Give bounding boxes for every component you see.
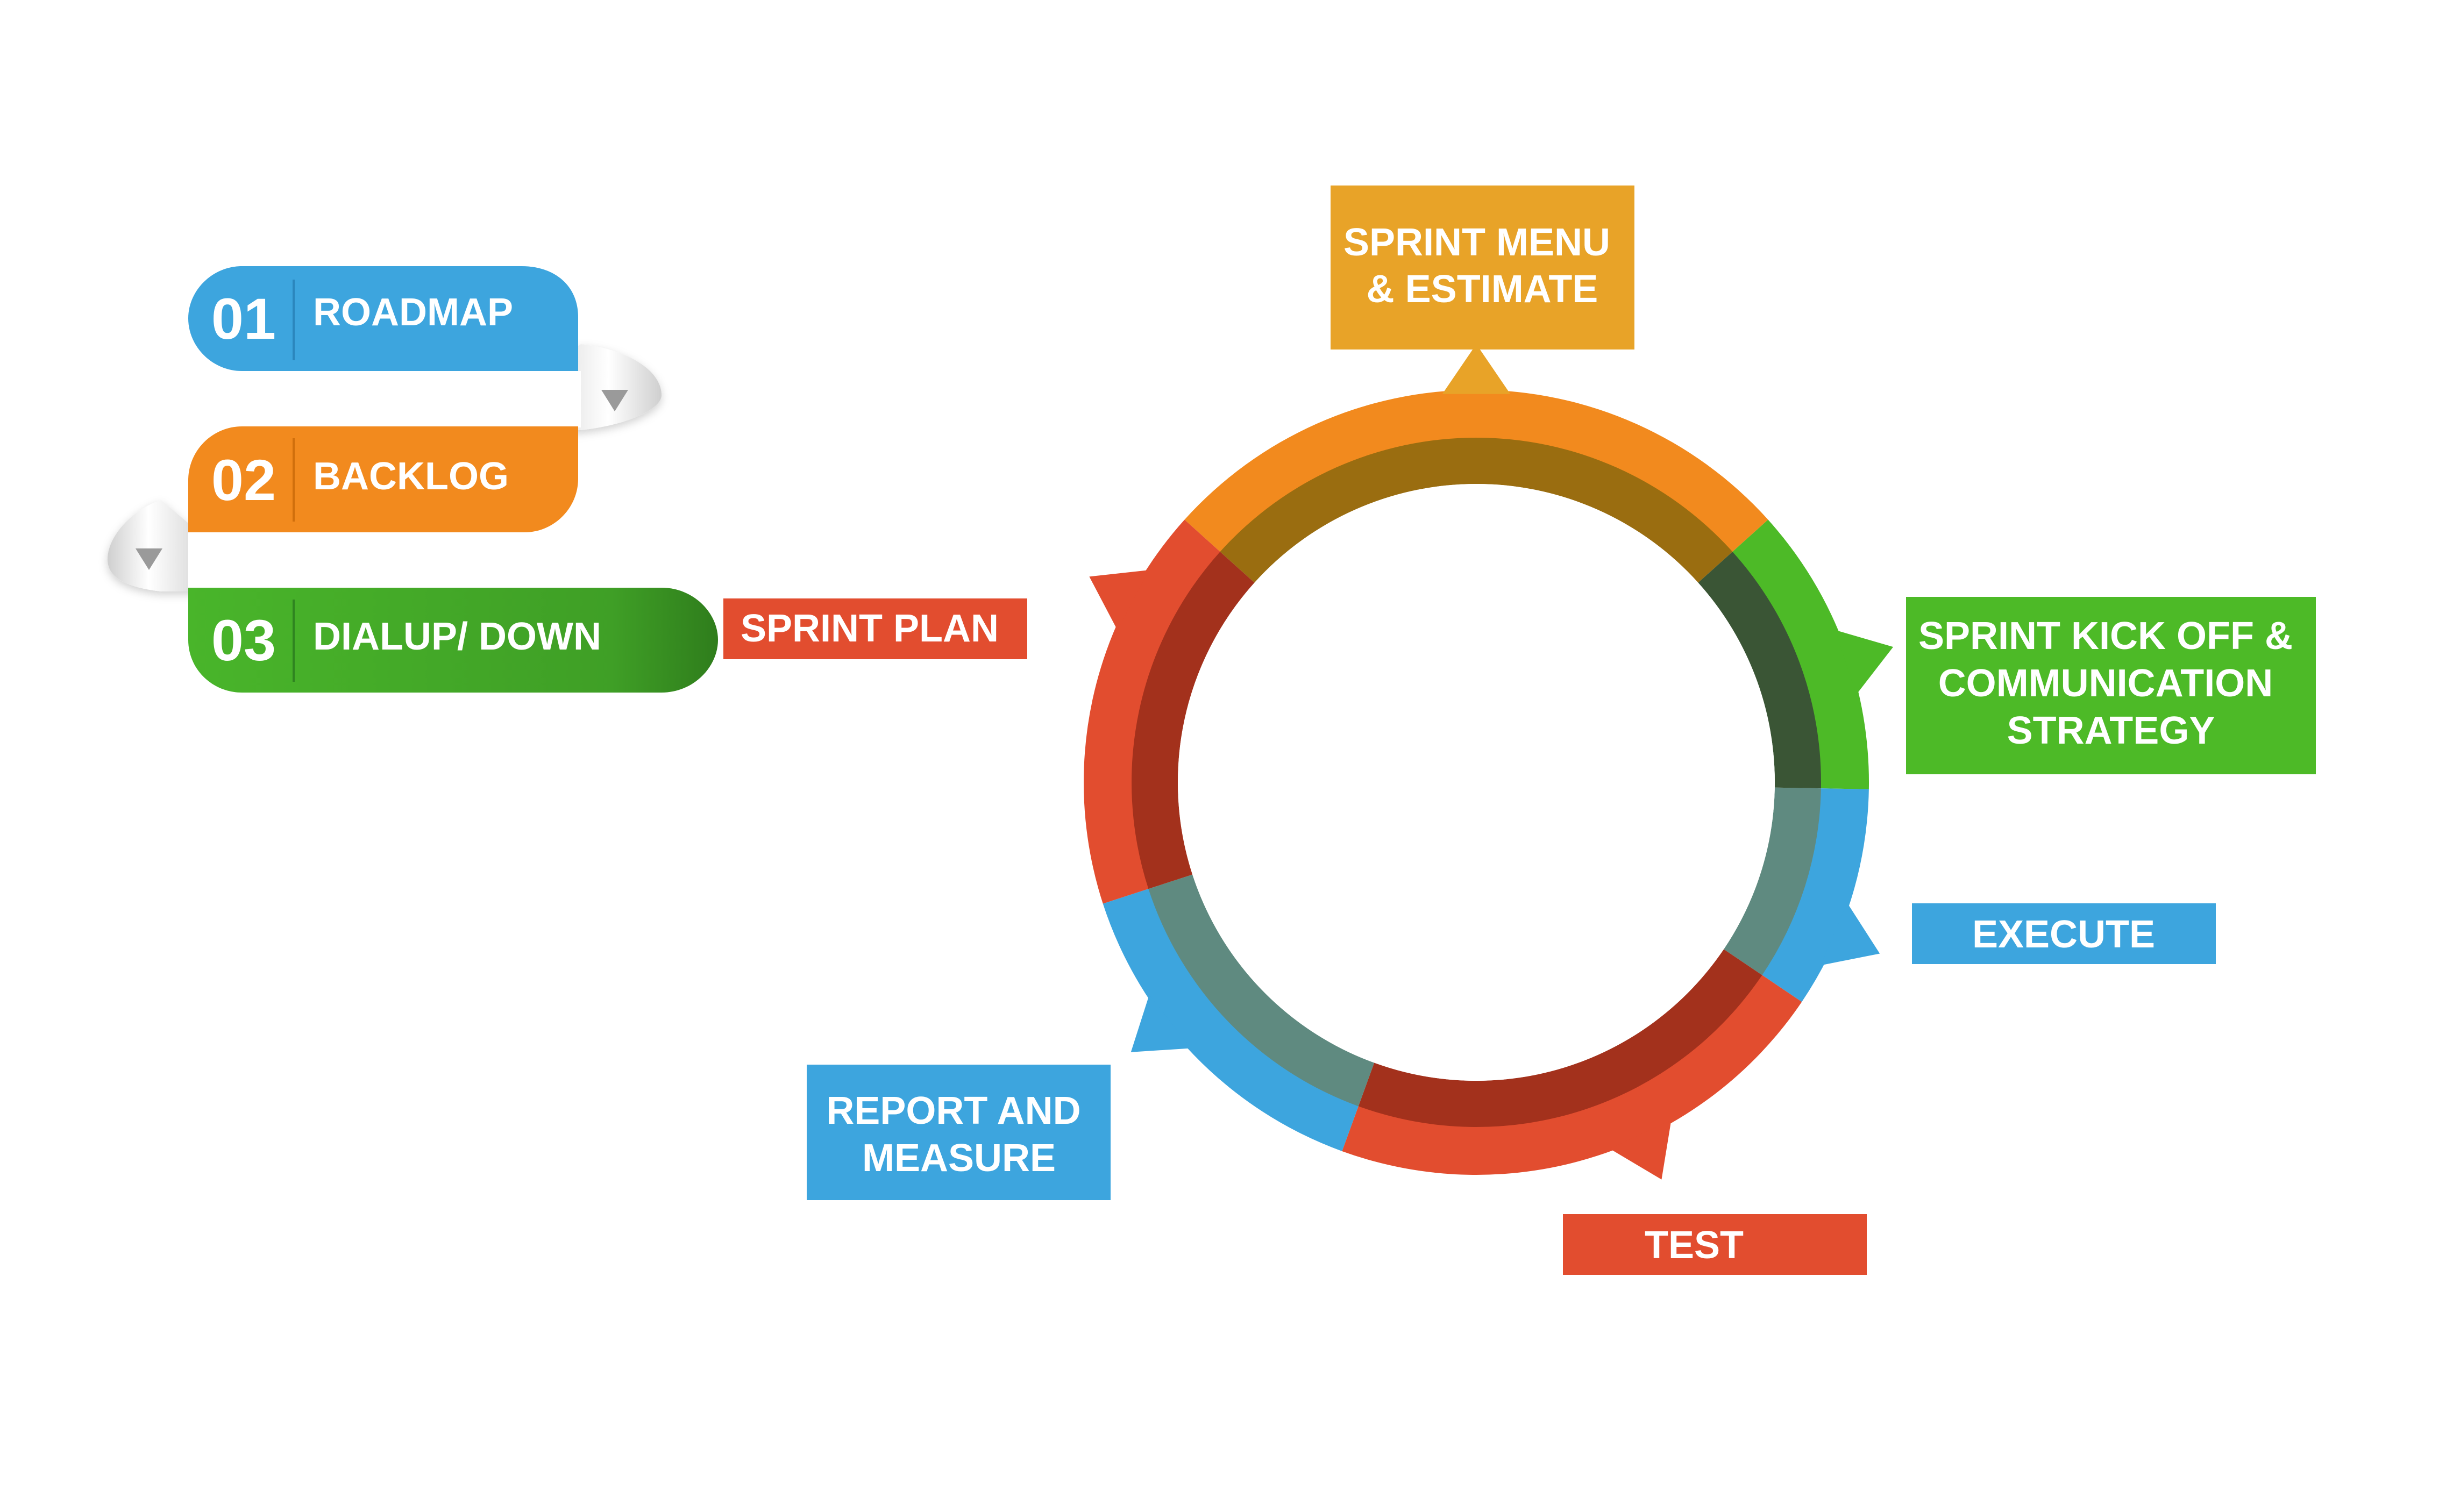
ring-pointer-test [1609, 1119, 1672, 1180]
stage-kickoff: SPRINT KICK OFF & COMMUNICATION STRATEGY [1906, 597, 2316, 774]
ring-pointer-execute [1821, 903, 1880, 966]
stage-sprint-menu-label: SPRINT MENU & ESTIMATE [1343, 221, 1621, 311]
step-dialup-label: DIALUP/ DOWN [313, 615, 601, 658]
step-backlog-label: BACKLOG [313, 455, 509, 498]
stage-sprint-menu: SPRINT MENU & ESTIMATE [1331, 186, 1634, 350]
step-roadmap-pill [188, 266, 578, 371]
step-dialup-pill [188, 588, 718, 693]
step-backlog-number: 02 [211, 447, 276, 512]
ring-inner-test [1358, 949, 1762, 1127]
ring-segment-test [1342, 974, 1802, 1175]
stage-test: TEST [1563, 1214, 1867, 1275]
fold-band-2 [188, 532, 581, 589]
step-backlog: 02 BACKLOG [188, 426, 578, 532]
fold-arrow-right [601, 390, 628, 411]
stage-sprint-plan-label: SPRINT PLAN [741, 607, 999, 650]
ring-pointer-kickoff [1835, 630, 1894, 695]
stage-sprint-menu-line-2: & ESTIMATE [1367, 268, 1598, 311]
stage-report-line-2: MEASURE [862, 1137, 1056, 1180]
ring-segment-sprint-menu [1184, 390, 1768, 552]
fold-arrow-left [136, 548, 162, 570]
stage-report-box [807, 1065, 1111, 1200]
stage-report: REPORT AND MEASURE [807, 1065, 1111, 1200]
stage-sprint-plan: SPRINT PLAN [723, 598, 1027, 659]
step-dialup: 03 DIALUP/ DOWN [188, 588, 718, 693]
stage-test-label: TEST [1645, 1224, 1744, 1267]
stage-report-line-1: REPORT AND [826, 1089, 1080, 1132]
ring-pointer-sprint-menu [1442, 344, 1511, 394]
stage-execute-label: EXECUTE [1972, 913, 2155, 956]
stage-kickoff-line-2: COMMUNICATION [1938, 662, 2273, 705]
fold-connector-left [108, 500, 199, 591]
ring-inner-execute [1724, 787, 1821, 975]
step-roadmap: 01 ROADMAP [188, 266, 578, 371]
ring-inner-kickoff [1698, 552, 1821, 789]
step-roadmap-number: 01 [211, 286, 276, 351]
stage-sprint-menu-box [1331, 186, 1634, 350]
stage-execute: EXECUTE [1912, 903, 2216, 964]
stage-kickoff-box [1906, 597, 2316, 774]
ring-inner-sprint-menu [1220, 438, 1733, 583]
stage-kickoff-line-1: SPRINT KICK OFF & [1918, 615, 2293, 658]
triangle-down-icon [601, 390, 628, 411]
step-dialup-number: 03 [211, 608, 276, 673]
stage-sprint-plan-box [723, 598, 1027, 659]
stage-kickoff-line-3: STRATEGY [2007, 709, 2215, 752]
step-backlog-pill [188, 426, 578, 532]
ring-pointer-report [1130, 994, 1191, 1052]
step-roadmap-label: ROADMAP [313, 291, 513, 334]
triangle-down-icon [136, 548, 162, 570]
ring-segment-kickoff [1732, 519, 1869, 789]
cycle-ring [1084, 344, 1894, 1180]
stage-report-label: REPORT AND MEASURE [826, 1089, 1091, 1180]
stage-sprint-menu-line-1: SPRINT MENU [1343, 221, 1610, 264]
fold-band-1 [188, 371, 581, 427]
stage-execute-box [1912, 903, 2216, 964]
ring-segment-execute [1761, 788, 1869, 1002]
ring-inner-report [1148, 874, 1375, 1107]
ring-segment-sprint-plan [1084, 519, 1221, 904]
stage-kickoff-label: SPRINT KICK OFF & COMMUNICATION STRATEGY [1918, 615, 2303, 752]
ring-pointer-sprint-plan [1089, 570, 1149, 630]
stage-test-box [1563, 1214, 1867, 1275]
step-ribbon: 01 ROADMAP 02 BACKLOG 03 DIALUP/ DOWN [108, 266, 718, 693]
ring-segment-report [1103, 888, 1359, 1151]
ring-center [1178, 484, 1775, 1081]
stage-labels: SPRINT MENU & ESTIMATE SPRINT KICK OFF &… [723, 186, 2316, 1275]
ring-inner-sprint-plan [1132, 552, 1255, 889]
